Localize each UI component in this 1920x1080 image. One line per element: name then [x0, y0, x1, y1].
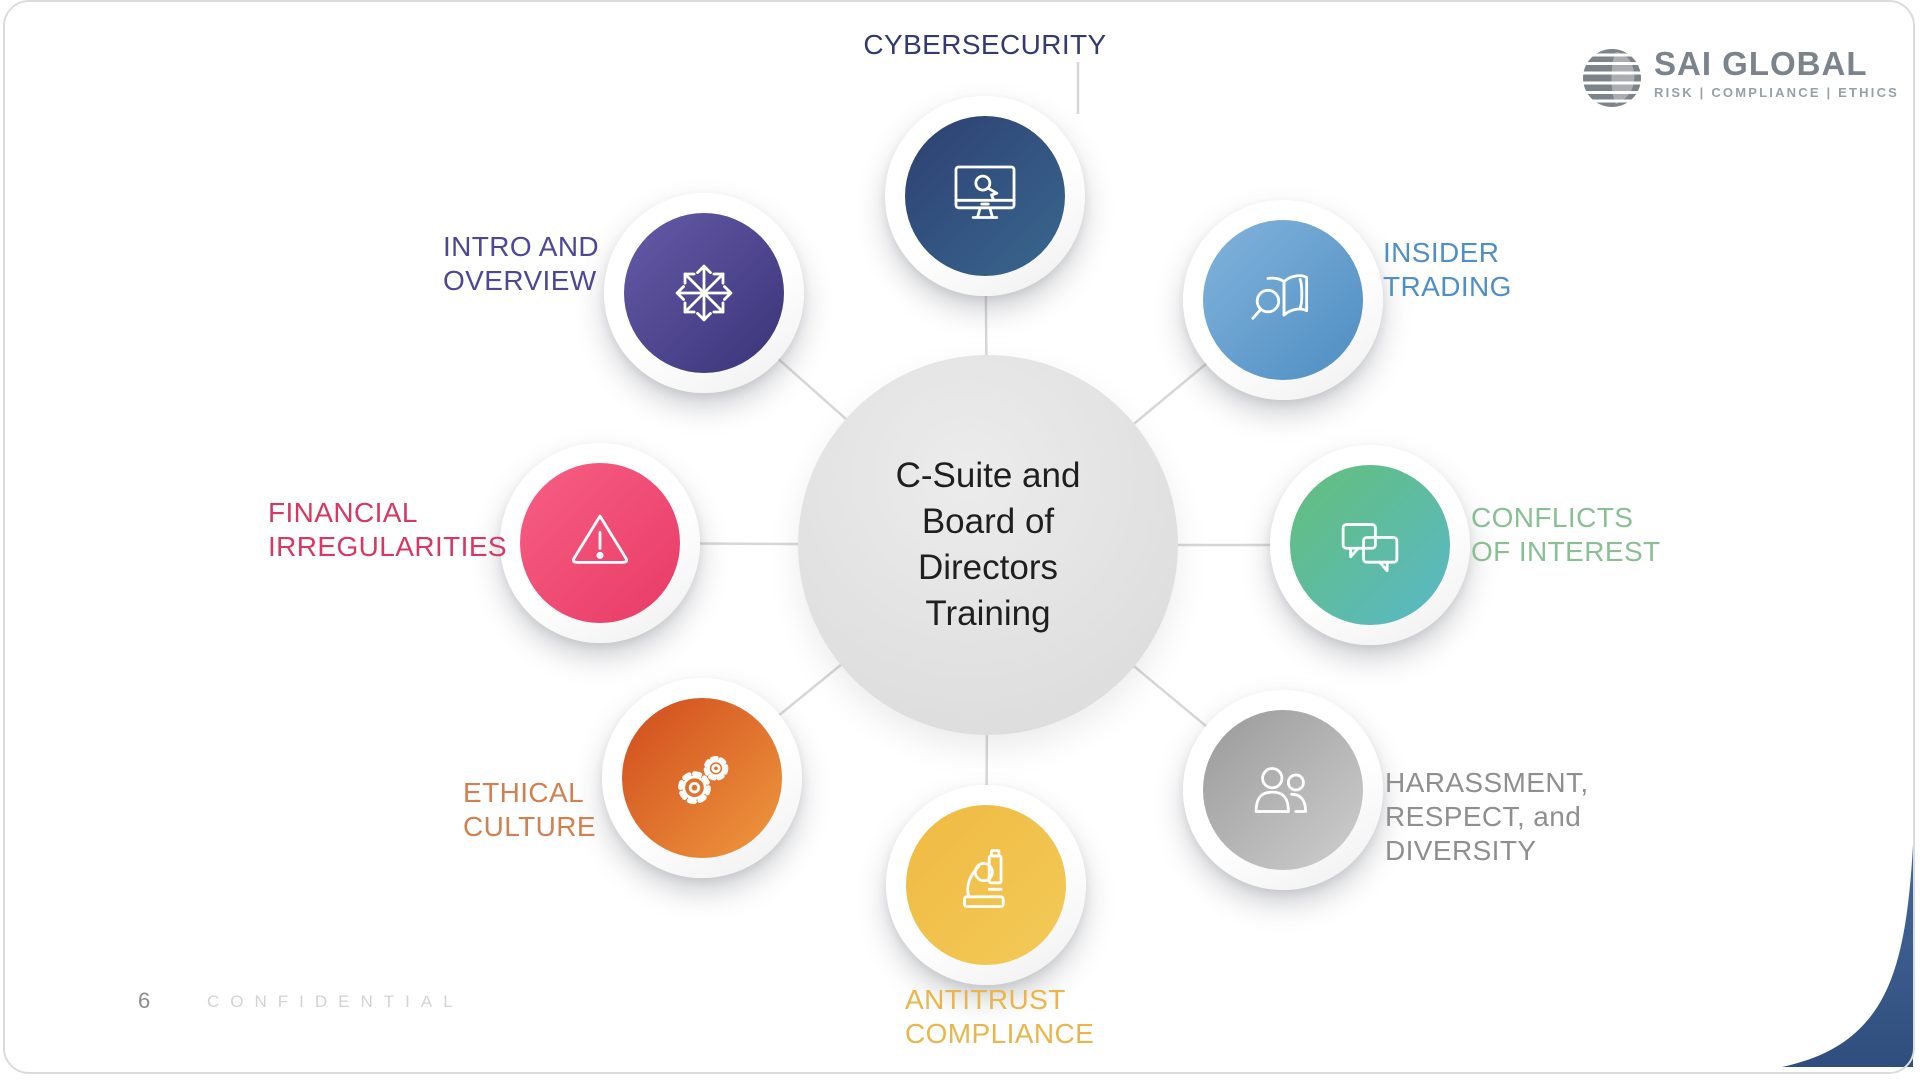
topic-circle-ethical-culture — [602, 678, 802, 878]
topic-label-conflicts-of-interest: CONFLICTS OF INTEREST — [1471, 502, 1661, 567]
topic-label-intro-and-overview: INTRO AND OVERVIEW — [443, 231, 600, 296]
book-magnifier-icon — [1251, 274, 1309, 320]
logo-name: SAI GLOBAL — [1654, 45, 1868, 82]
topic-label-financial-irregularities: FINANCIAL IRREGULARITIES — [268, 497, 507, 562]
confidential-label: CONFIDENTIAL — [207, 992, 464, 1011]
topic-label-antitrust-compliance: ANTITRUST COMPLIANCE — [905, 984, 1095, 1049]
logo-tagline: RISK | COMPLIANCE | ETHICS — [1654, 85, 1900, 100]
microscope-icon — [963, 849, 1005, 908]
topic-circle-antitrust-compliance — [886, 785, 1086, 985]
topic-circle-intro-and-overview — [604, 193, 804, 393]
topic-label-harassment-respect-diversity: HARASSMENT, RESPECT, and DIVERSITY — [1385, 767, 1589, 866]
topic-label-cybersecurity: CYBERSECURITY — [863, 29, 1107, 60]
topic-circle-financial-irregularities — [500, 443, 700, 643]
topic-label-ethical-culture: ETHICAL CULTURE — [463, 777, 596, 842]
topic-circle-cybersecurity — [885, 96, 1085, 296]
topic-circle-harassment-respect-diversity — [1183, 690, 1383, 890]
globe-icon — [1583, 49, 1641, 107]
monitor-click-icon — [954, 165, 1016, 219]
arrows-radiating-icon — [675, 264, 733, 322]
warning-triangle-icon — [571, 514, 629, 564]
gears-icon — [678, 755, 729, 805]
people-icon — [1254, 767, 1307, 813]
central-hub-circle: C-Suite and Board of Directors Training — [798, 355, 1178, 735]
topic-label-insider-trading: INSIDER TRADING — [1383, 237, 1512, 302]
sai-global-logo: SAI GLOBAL RISK | COMPLIANCE | ETHICS — [1580, 46, 1899, 110]
page-number: 6 — [138, 988, 151, 1013]
central-hub-title: C-Suite and Board of Directors Training — [895, 456, 1081, 633]
topic-circle-conflicts-of-interest — [1270, 445, 1470, 645]
chat-bubbles-icon — [1341, 523, 1399, 573]
topic-circle-insider-trading — [1183, 200, 1383, 400]
